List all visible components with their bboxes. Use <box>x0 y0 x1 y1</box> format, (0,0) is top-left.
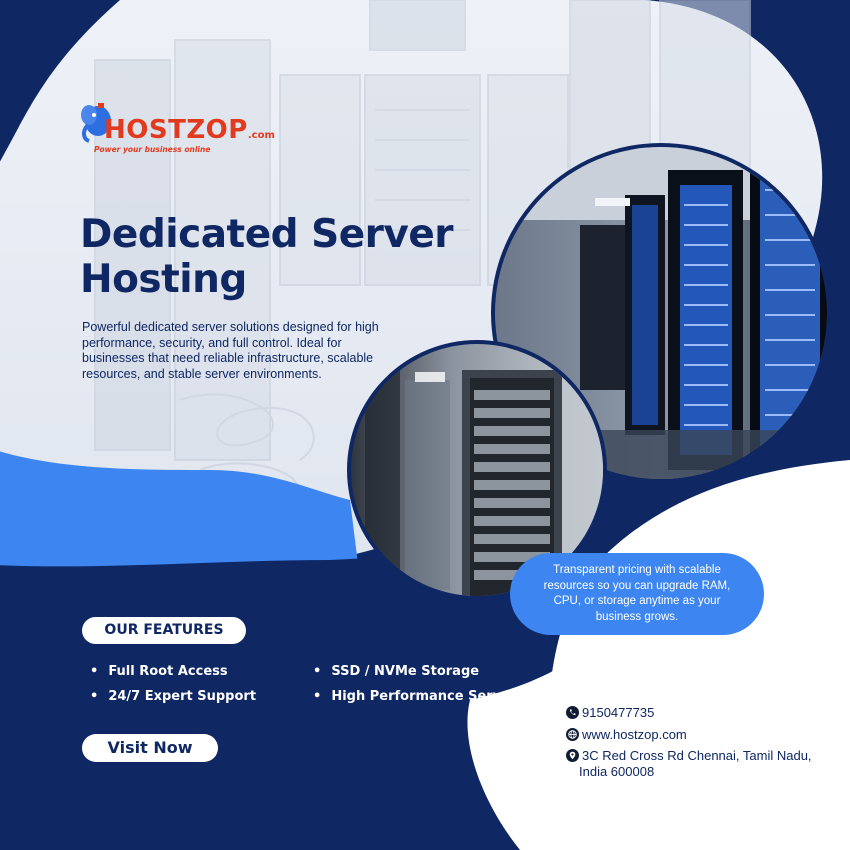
hero-description: Powerful dedicated server solutions desi… <box>82 320 379 381</box>
hostzop-logo[interactable]: HOSTZOP.com Power your business online <box>80 95 275 160</box>
website-url: www.hostzop.com <box>582 727 687 742</box>
location-pin-icon <box>566 749 579 762</box>
logo-wordmark: HOSTZOP.com <box>104 115 275 145</box>
server-rack-photo <box>347 340 607 600</box>
visit-now-button[interactable]: Visit Now <box>82 734 218 762</box>
features-heading-pill: OUR FEATURES <box>82 617 246 644</box>
pricing-note-bubble: Transparent pricing with scalable resour… <box>510 553 764 635</box>
phone-icon <box>566 706 579 719</box>
globe-icon <box>566 728 579 741</box>
contact-address: 3C Red Cross Rd Chennai, Tamil Nadu, Ind… <box>566 748 836 784</box>
title-line-2: Hosting <box>80 257 247 302</box>
feature-item: SSD / NVMe Storage <box>313 664 479 679</box>
address-line-1: 3C Red Cross Rd Chennai, Tamil Nadu, <box>582 748 812 763</box>
elephant-mascot-icon <box>81 103 111 143</box>
contact-website[interactable]: www.hostzop.com <box>566 727 836 745</box>
feature-item: High Performance Servers <box>313 689 524 704</box>
feature-item: Full Root Access <box>90 664 227 679</box>
contact-phone[interactable]: 9150477735 <box>566 705 836 723</box>
feature-item: 24/7 Expert Support <box>90 689 256 704</box>
phone-number: 9150477735 <box>582 705 655 720</box>
title-line-1: Dedicated Server <box>80 212 454 257</box>
logo-tagline: Power your business online <box>94 145 211 154</box>
page-title: Dedicated Server Hosting <box>80 212 500 302</box>
address-line-2: India 600008 <box>579 764 655 779</box>
pricing-note-text: Transparent pricing with scalable resour… <box>543 564 731 623</box>
